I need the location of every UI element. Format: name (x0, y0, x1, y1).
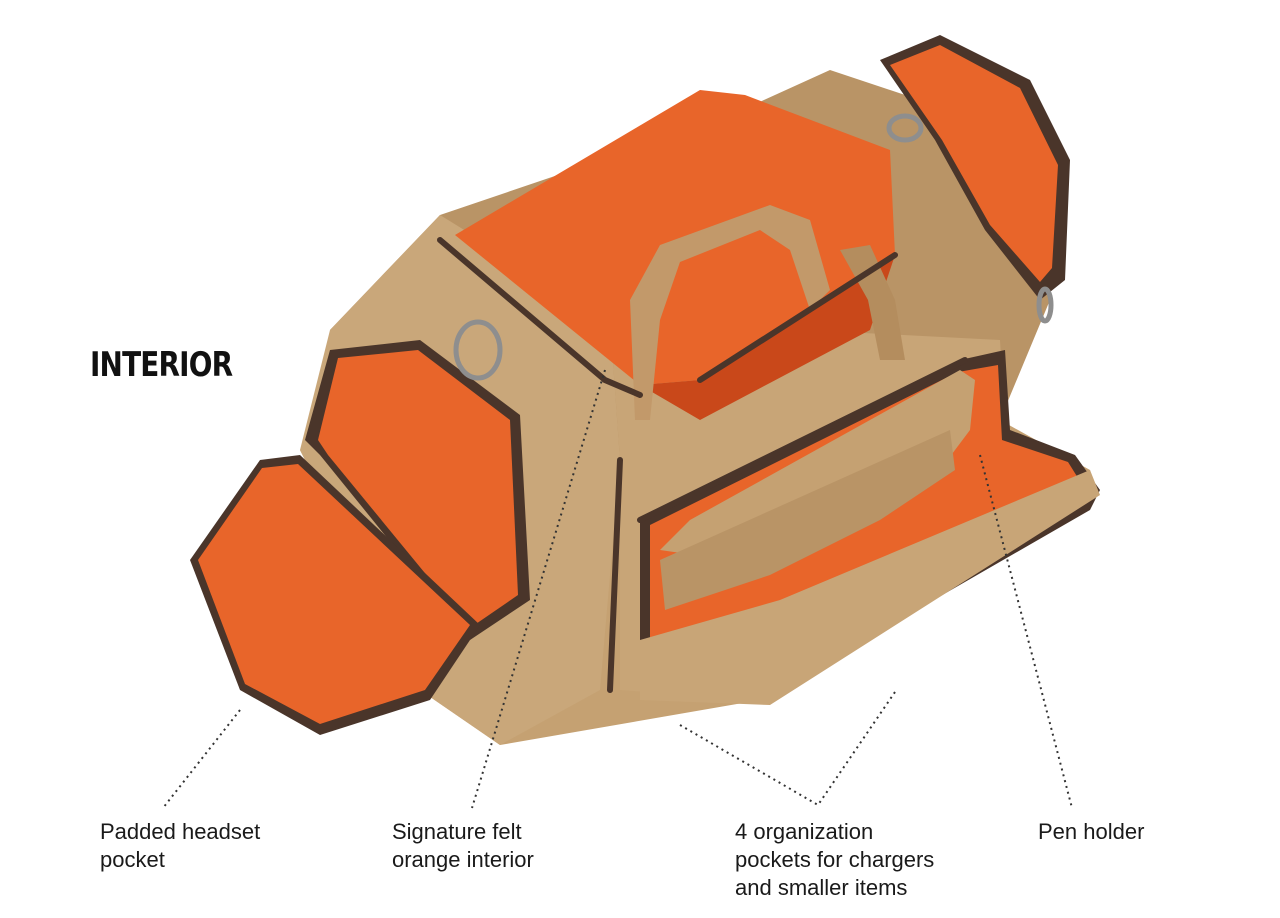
front-pocket (640, 350, 1100, 705)
d-rings (453, 113, 1054, 381)
callout-organization-pockets: 4 organization pockets for chargers and … (735, 819, 935, 900)
callout-leader-lines (162, 369, 1073, 809)
callout-headset-pocket: Padded headset pocket (100, 819, 261, 872)
callout-felt-interior: Signature felt orange interior (392, 819, 534, 872)
headset-pocket (190, 340, 530, 735)
callout-pen-holder: Pen holder (1038, 819, 1145, 844)
right-end-flap (880, 35, 1070, 300)
carry-handles (630, 205, 905, 420)
section-heading: INTERIOR (90, 345, 233, 385)
zipper-trim (437, 237, 968, 693)
